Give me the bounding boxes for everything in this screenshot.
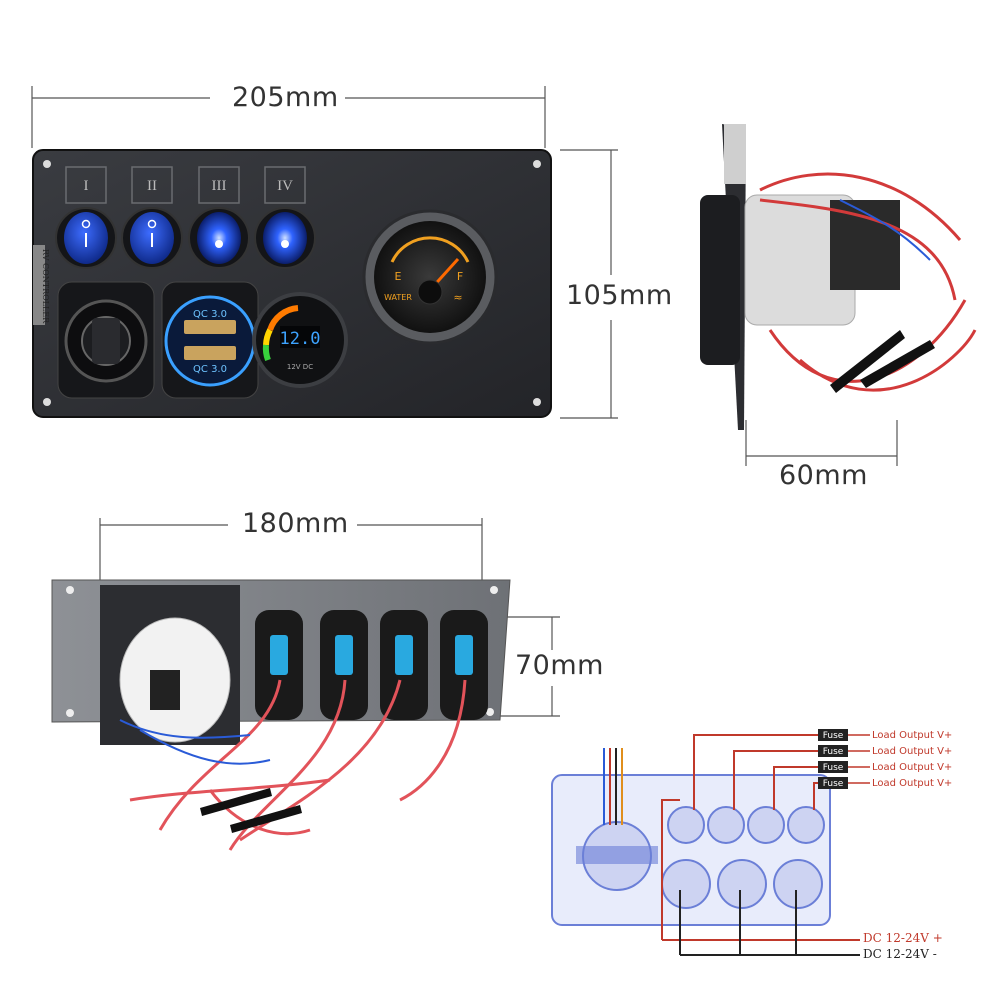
switch-numeral-1: I <box>84 178 89 194</box>
side-view <box>700 124 977 430</box>
switch-numeral-3: III <box>212 178 227 194</box>
dimension-depth-side: 60mm <box>779 460 868 491</box>
dimension-line-depth <box>745 420 898 466</box>
fuse-label-2: Fuse <box>823 747 844 757</box>
voltmeter-reading: 12.0 <box>280 329 321 349</box>
rocker-switch-2[interactable] <box>121 207 183 269</box>
dimension-width-top: 205mm <box>232 82 339 113</box>
switch-numeral-2: II <box>147 178 157 194</box>
dimension-line-right <box>560 149 618 419</box>
fuse-label-3: Fuse <box>823 763 844 773</box>
rocker-switch-1[interactable] <box>55 207 117 269</box>
voltmeter-caption: 12V DC <box>287 363 313 371</box>
load-output-3: Load Output V+ <box>872 762 952 773</box>
rocker-switch-3[interactable] <box>188 207 250 269</box>
usb-port-2 <box>184 346 236 360</box>
usb-port-2-label: QC 3.0 <box>193 364 227 375</box>
dc-negative-label: DC 12-24V - <box>863 947 937 961</box>
fuse-label-1: Fuse <box>823 731 844 741</box>
dimension-height-back: 70mm <box>515 650 604 681</box>
switch-numeral-4: IV <box>277 178 293 194</box>
dimension-width-bottom: 180mm <box>242 508 349 539</box>
rocker-switch-4[interactable] <box>254 207 316 269</box>
load-output-4: Load Output V+ <box>872 778 952 789</box>
cigarette-socket[interactable] <box>57 281 155 399</box>
usb-port-1-label: QC 3.0 <box>193 309 227 320</box>
gauge-full-label: F <box>457 270 463 283</box>
back-view <box>51 579 511 851</box>
switch-numeral-boxes <box>65 166 306 204</box>
dimension-height-front: 105mm <box>566 280 673 311</box>
wiring-diagram <box>551 729 860 956</box>
load-output-2: Load Output V+ <box>872 746 952 757</box>
water-wave-icon: ≈ <box>453 291 462 304</box>
usb-charger[interactable] <box>161 281 259 399</box>
brand-label: RV CONTROLLER <box>41 249 50 324</box>
brand-label-strip <box>33 245 45 325</box>
fuse-label-4: Fuse <box>823 779 844 789</box>
load-output-1: Load Output V+ <box>872 730 952 741</box>
gauge-water-label: WATER <box>384 293 412 302</box>
dimension-line-bottom <box>99 518 483 580</box>
voltmeter <box>252 292 348 388</box>
water-gauge <box>362 209 498 345</box>
gauge-empty-label: E <box>395 270 402 283</box>
dimension-line-back-height <box>500 616 560 717</box>
dimension-line-top <box>31 86 546 148</box>
dc-positive-label: DC 12-24V + <box>863 931 943 945</box>
usb-port-1 <box>184 320 236 334</box>
